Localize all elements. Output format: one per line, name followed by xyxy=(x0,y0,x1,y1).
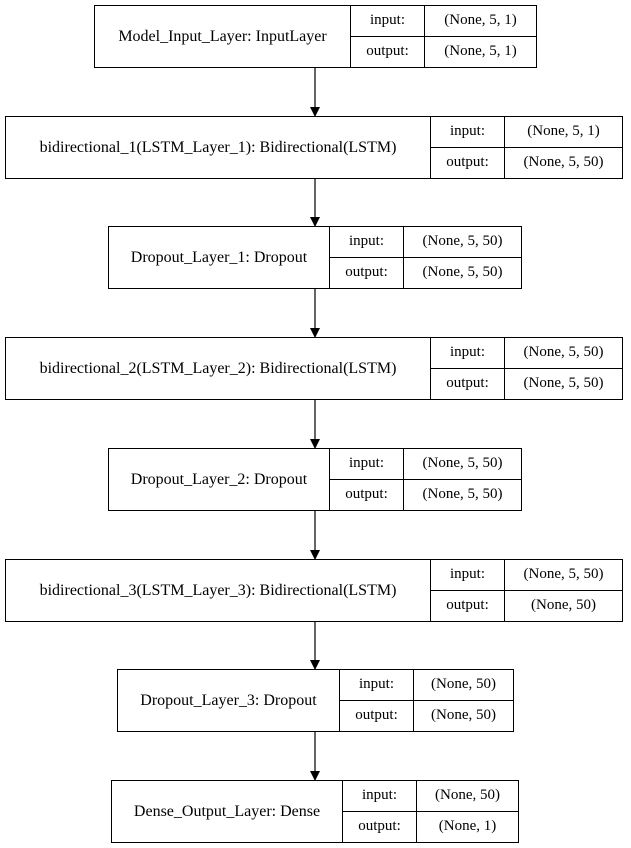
input-shape-value: (None, 5, 50) xyxy=(422,455,503,472)
input-label: input: xyxy=(343,781,417,811)
input-shape-value: (None, 5, 1) xyxy=(527,123,600,140)
dense-output-layer-node: Dense_Output_Layer: Dense input: (None, 50… xyxy=(111,780,519,843)
output-shape-value: (None, 5, 50) xyxy=(523,375,604,392)
io-shape-table: input: (None, 5, 50) output: (None, 5, 50) xyxy=(329,227,521,288)
input-shape-value: (None, 5, 50) xyxy=(523,566,604,583)
output-shape-row: output: (None, 50) xyxy=(340,700,513,731)
dropout-layer-2-node: Dropout_Layer_2: Dropout input: (None, 5, … xyxy=(108,448,522,511)
io-shape-table: input: (None, 5, 50) output: (None, 5, 50) xyxy=(329,449,521,510)
input-label: input: xyxy=(330,227,404,257)
output-shape-value: (None, 1) xyxy=(438,818,497,835)
input-shape-row: input: (None, 50) xyxy=(343,781,518,812)
output-shape-value: (None, 5, 1) xyxy=(444,43,517,60)
output-shape-row: output: (None, 1) xyxy=(343,811,518,842)
output-shape-row: output: (None, 50) xyxy=(431,590,622,621)
output-shape-value: (None, 50) xyxy=(431,707,496,724)
output-label: output: xyxy=(351,36,425,67)
layer-label: Model_Input_Layer: InputLayer xyxy=(118,27,327,45)
input-shape-row: input: (None, 5, 50) xyxy=(330,227,521,258)
output-label: output: xyxy=(340,700,414,731)
io-shape-table: input: (None, 50) output: (None, 1) xyxy=(342,781,518,842)
input-shape-row: input: (None, 5, 1) xyxy=(351,6,536,37)
output-shape-value: (None, 5, 50) xyxy=(523,154,604,171)
output-label: output: xyxy=(431,590,505,621)
layer-label: Dense_Output_Layer: Dense xyxy=(133,802,321,820)
input-shape-row: input: (None, 5, 50) xyxy=(330,449,521,480)
io-shape-table: input: (None, 5, 50) output: (None, 5, 50) xyxy=(430,338,622,399)
layer-label: bidirectional_2(LSTM_Layer_2): Bidirecti… xyxy=(39,359,397,377)
layer-label: Dropout_Layer_3: Dropout xyxy=(140,691,317,709)
io-shape-table: input: (None, 5, 1) output: (None, 5, 1) xyxy=(350,6,536,67)
lstm-layer-1-node: bidirectional_1(LSTM_Layer_1): Bidirecti… xyxy=(5,116,623,179)
input-label: input: xyxy=(340,670,414,700)
input-label: input: xyxy=(431,560,505,590)
layer-label: bidirectional_3(LSTM_Layer_3): Bidirecti… xyxy=(39,581,397,599)
output-label: output: xyxy=(431,147,505,178)
model-input-layer-node: Model_Input_Layer: InputLayer input: (None… xyxy=(94,5,537,68)
output-label: output: xyxy=(431,368,505,399)
output-shape-value: (None, 5, 50) xyxy=(422,486,503,503)
input-shape-value: (None, 50) xyxy=(431,676,496,693)
layer-label: Dropout_Layer_2: Dropout xyxy=(130,470,308,488)
input-shape-row: input: (None, 50) xyxy=(340,670,513,701)
output-label: output: xyxy=(330,479,404,510)
input-label: input: xyxy=(431,117,505,147)
output-shape-row: output: (None, 5, 50) xyxy=(431,147,622,178)
dropout-layer-3-node: Dropout_Layer_3: Dropout input: (None, 50)… xyxy=(117,669,514,732)
input-label: input: xyxy=(351,6,425,36)
output-shape-row: output: (None, 5, 50) xyxy=(431,368,622,399)
input-shape-value: (None, 50) xyxy=(435,787,500,804)
output-shape-row: output: (None, 5, 50) xyxy=(330,479,521,510)
layer-label: Dropout_Layer_1: Dropout xyxy=(130,248,308,266)
input-shape-row: input: (None, 5, 1) xyxy=(431,117,622,148)
io-shape-table: input: (None, 5, 1) output: (None, 5, 50) xyxy=(430,117,622,178)
output-shape-value: (None, 50) xyxy=(531,597,596,614)
lstm-layer-3-node: bidirectional_3(LSTM_Layer_3): Bidirecti… xyxy=(5,559,623,622)
output-label: output: xyxy=(343,811,417,842)
output-shape-value: (None, 5, 50) xyxy=(422,264,503,281)
dropout-layer-1-node: Dropout_Layer_1: Dropout input: (None, 5, … xyxy=(108,226,522,289)
output-label: output: xyxy=(330,257,404,288)
io-shape-table: input: (None, 5, 50) output: (None, 50) xyxy=(430,560,622,621)
input-shape-value: (None, 5, 1) xyxy=(444,12,517,29)
output-shape-row: output: (None, 5, 50) xyxy=(330,257,521,288)
input-shape-value: (None, 5, 50) xyxy=(422,233,503,250)
io-shape-table: input: (None, 50) output: (None, 50) xyxy=(339,670,513,731)
input-label: input: xyxy=(330,449,404,479)
lstm-layer-2-node: bidirectional_2(LSTM_Layer_2): Bidirecti… xyxy=(5,337,623,400)
input-shape-row: input: (None, 5, 50) xyxy=(431,338,622,369)
input-shape-row: input: (None, 5, 50) xyxy=(431,560,622,591)
input-shape-value: (None, 5, 50) xyxy=(523,344,604,361)
input-label: input: xyxy=(431,338,505,368)
layer-label: bidirectional_1(LSTM_Layer_1): Bidirecti… xyxy=(39,138,397,156)
output-shape-row: output: (None, 5, 1) xyxy=(351,36,536,67)
